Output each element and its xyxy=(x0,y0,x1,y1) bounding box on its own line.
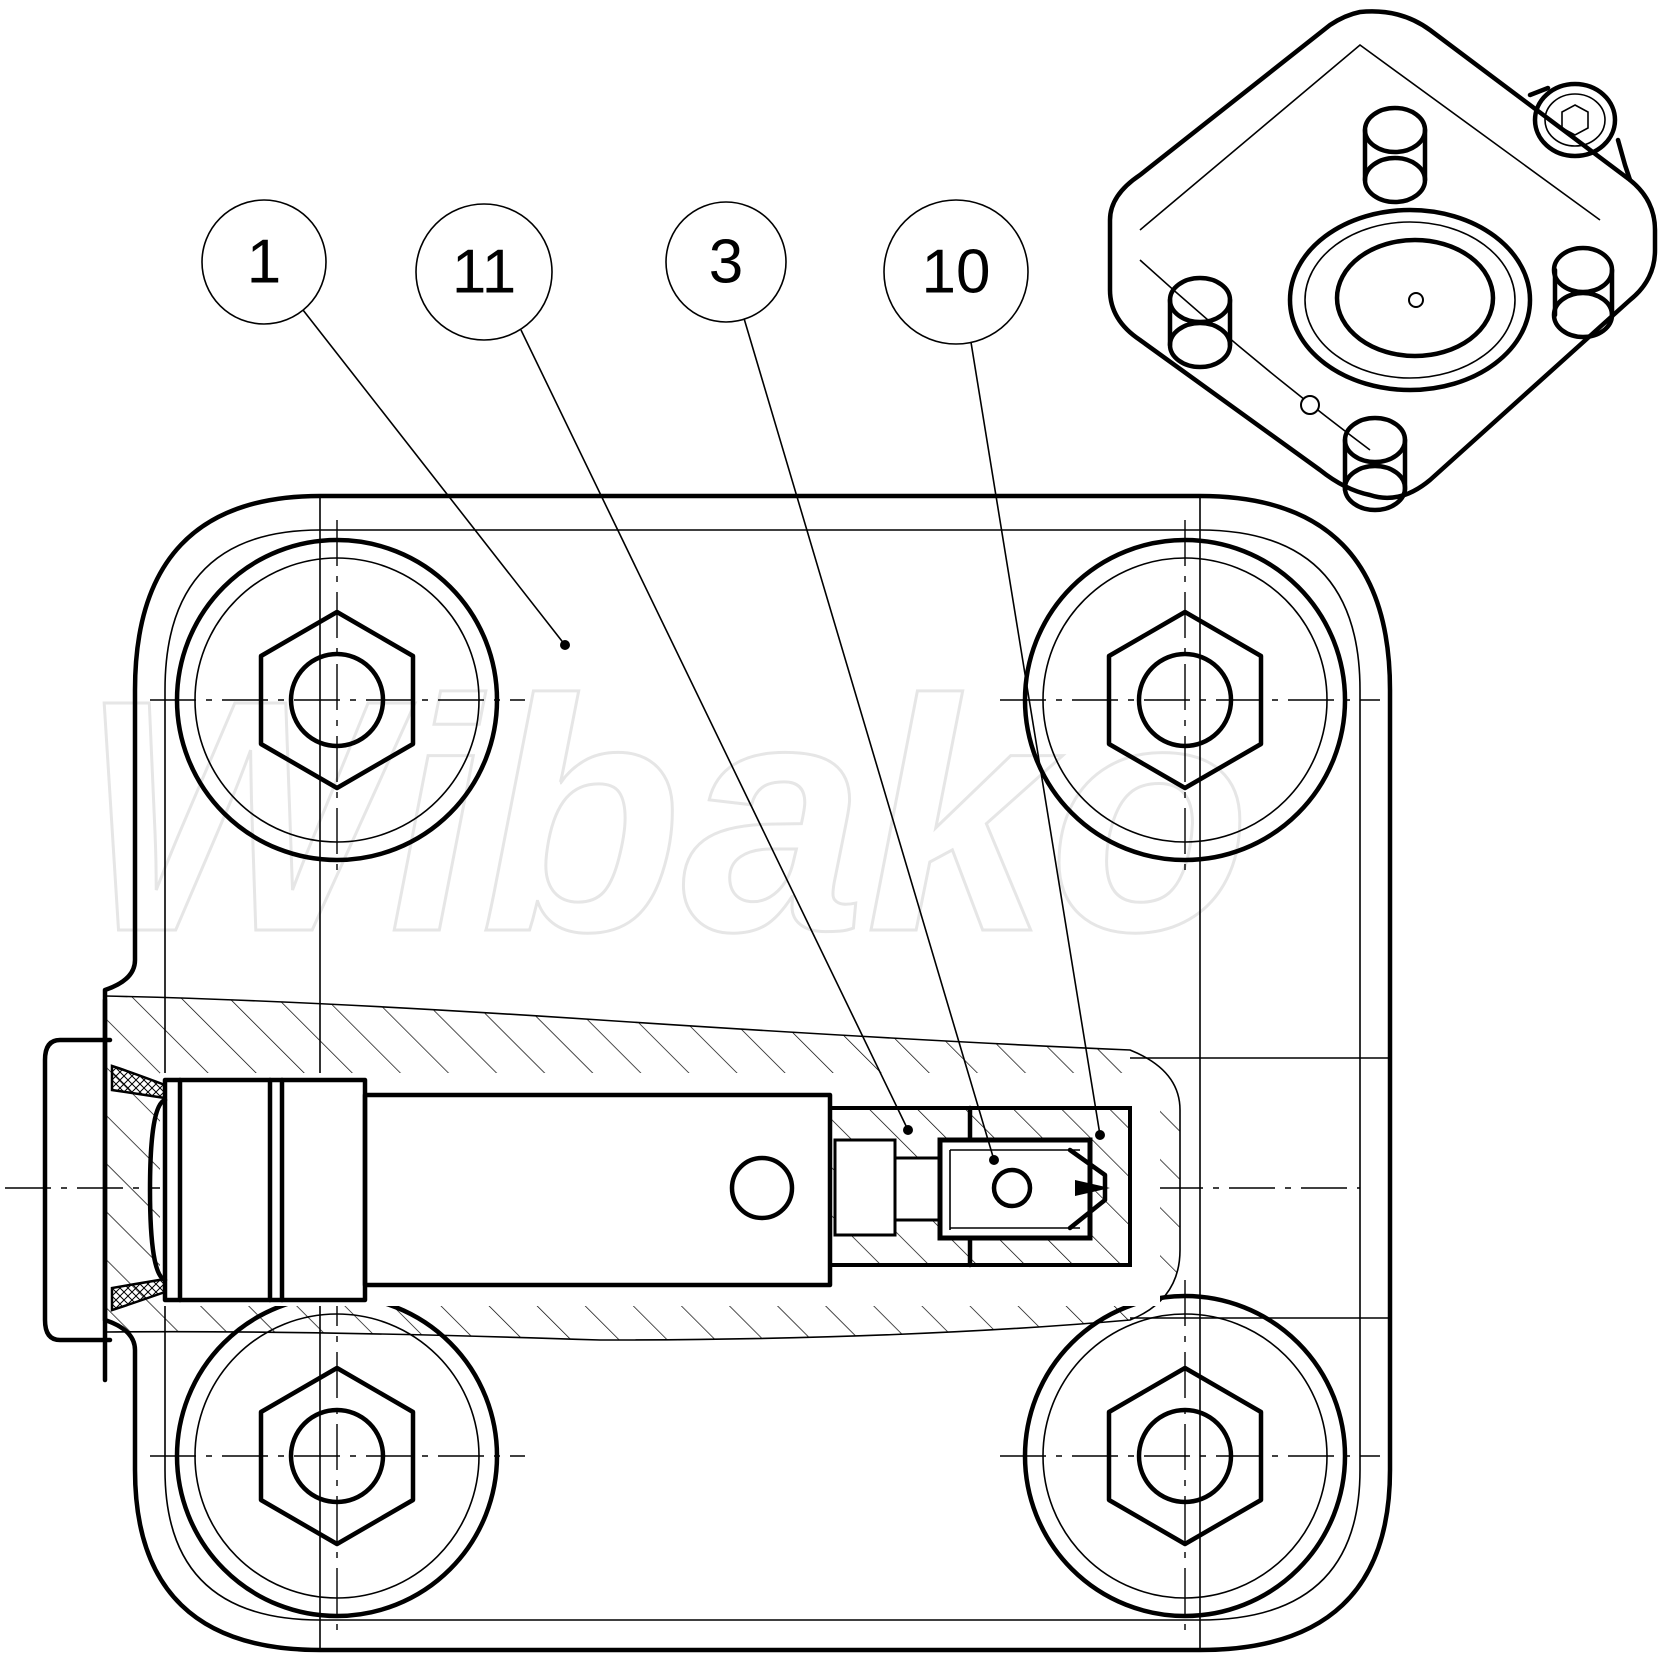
balloon-item-1: 1 xyxy=(201,199,327,325)
balloon-item-10: 10 xyxy=(883,199,1029,345)
balloon-label: 10 xyxy=(922,238,991,307)
balloon-label: 11 xyxy=(452,238,516,307)
balloon-item-11: 11 xyxy=(415,203,553,341)
leader-lines xyxy=(302,309,1105,1165)
watermark-text: Wibako xyxy=(80,631,1250,1000)
balloon-label: 1 xyxy=(247,228,281,297)
balloon-item-3: 3 xyxy=(665,201,787,323)
balloon-label: 3 xyxy=(709,228,743,297)
plug-assembly xyxy=(42,997,1132,1383)
section-cutaway xyxy=(104,995,1390,1341)
isometric-inset xyxy=(1107,9,1658,513)
